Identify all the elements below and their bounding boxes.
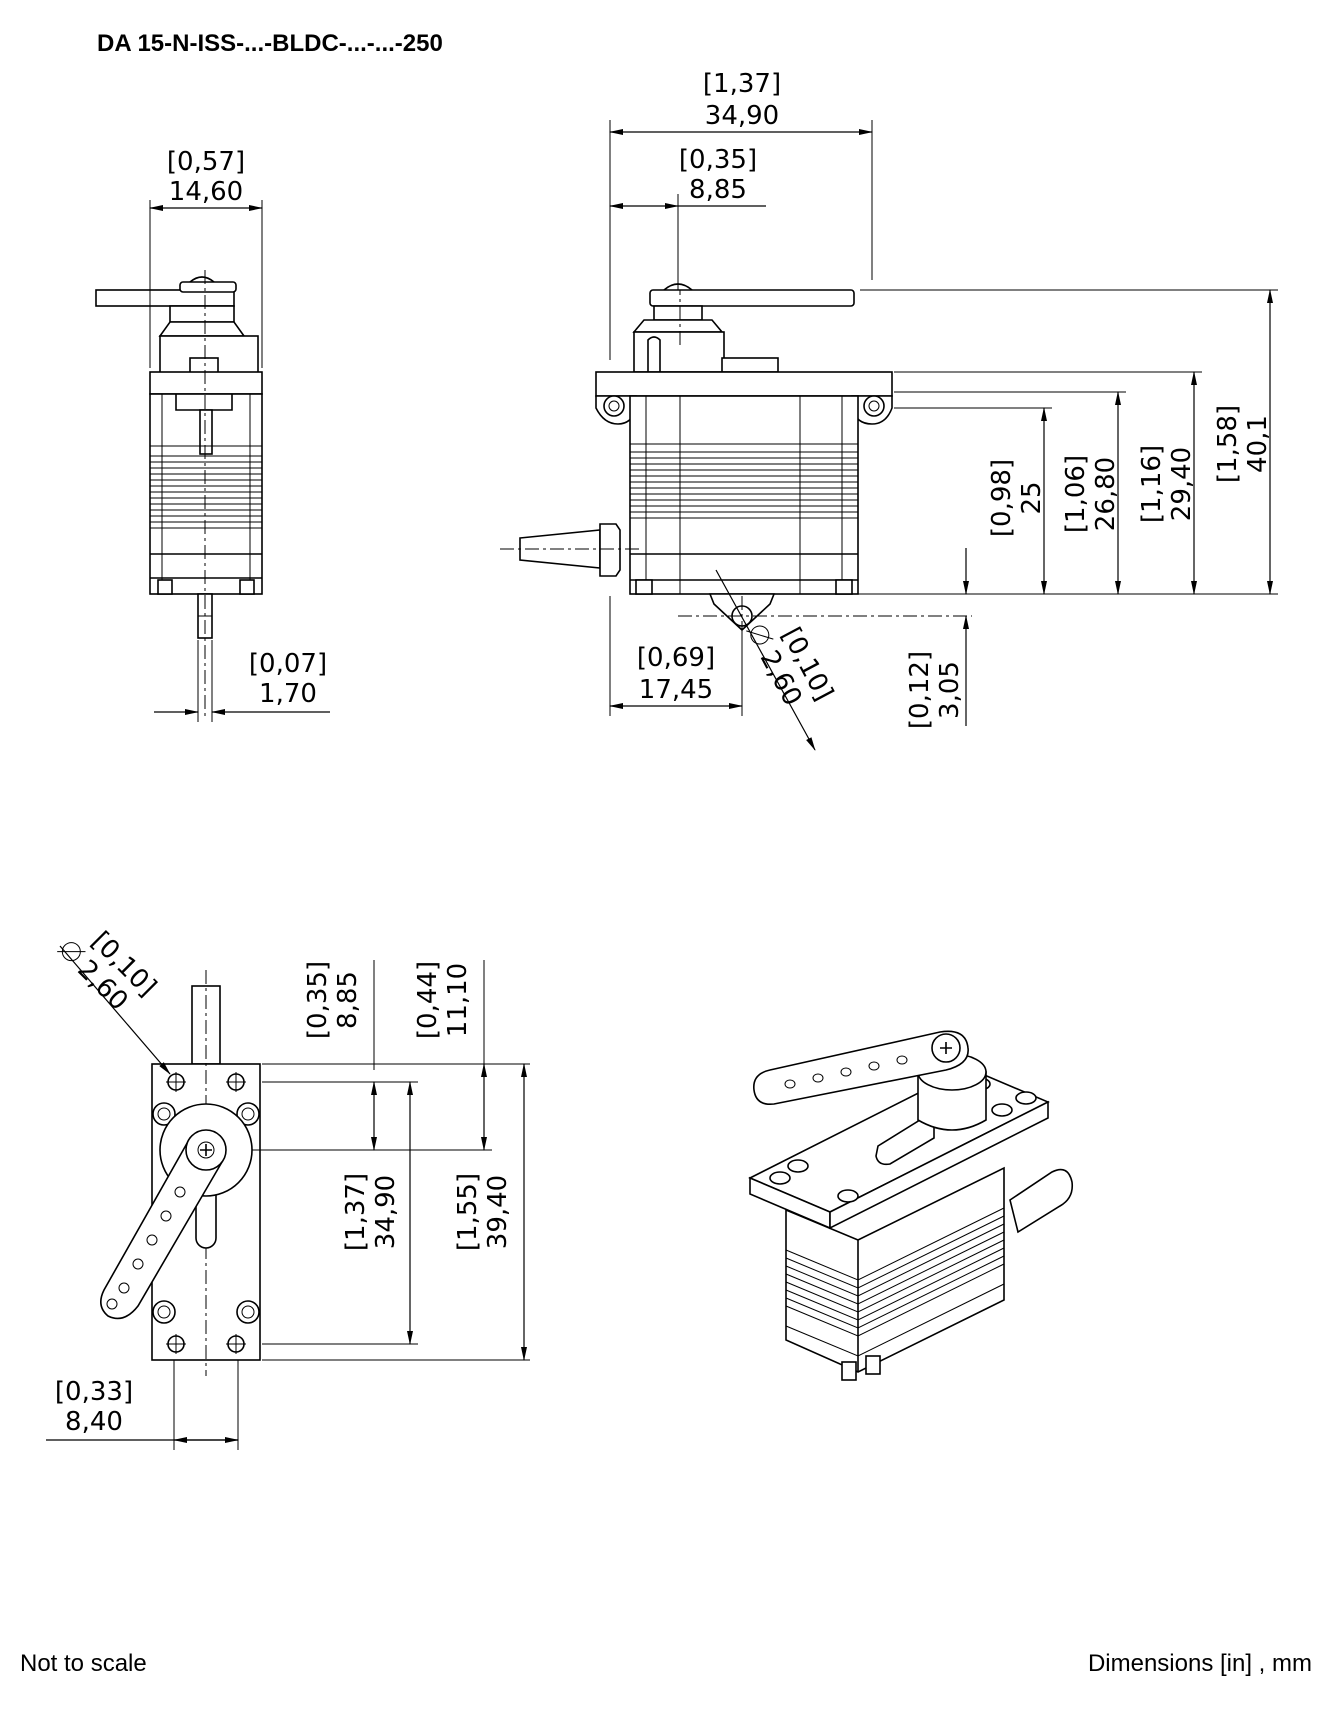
dim-front-offset-mm: 1,70 [259,679,317,709]
dim-side-width-mm: 34,90 [705,101,779,131]
dim-side-hole-mm: 17,45 [639,675,713,705]
dim-side-shaft-in: [0,35] [679,145,757,175]
top-horn-arm [100,1136,224,1320]
side-cooling-fins [630,443,858,519]
iso-cable [1009,1168,1074,1234]
dim-side-h1-in: [0,98] [987,459,1017,537]
dim-front-offset-in: [0,07] [249,649,327,679]
iso-horn-arm [753,1030,969,1106]
dim-top-width-in: [0,33] [55,1377,133,1407]
dim-top-hole-dia [59,945,171,1075]
top-screw-1 [152,1102,176,1126]
front-hub-ring [169,305,235,323]
front-view: [0,57] 14,60 [0,07] 1,70 [95,147,330,722]
dim-top-v1-in: [0,35] [303,961,333,1039]
dim-side-h2-in: [1,06] [1061,455,1091,533]
dim-side-h2-mm: 26,80 [1091,457,1121,531]
scale-note: Not to scale [20,1650,147,1677]
dim-side-shaft-mm: 8,85 [689,175,747,205]
side-view: [1,37] 34,90 [0,35] 8,85 [0,69] 17,45 [0… [500,69,1278,751]
dim-side-h3-mm: 29,40 [1167,447,1197,521]
dim-side-h4-mm: 40,1 [1243,415,1273,473]
side-mount-hole-left [603,395,625,417]
dim-top-v3-in: [1,37] [341,1173,371,1251]
dim-side-bottom-mm: 3,05 [935,661,965,719]
front-hub-taper [158,321,246,337]
dim-side-h4-in: [1,58] [1213,405,1243,483]
drawing-title: DA 15-N-ISS-...-BLDC-...-...-250 [97,30,443,57]
side-flange [595,371,893,397]
dim-top-width-mm: 8,40 [65,1407,123,1437]
dim-top-v4-mm: 39,40 [483,1175,513,1249]
dim-side-h1-mm: 25 [1017,481,1047,514]
front-horn-arm [95,289,235,307]
front-top-flange [149,371,263,395]
front-horn-screw [179,281,237,293]
dim-side-bottom-in: [0,12] [905,651,935,729]
dim-top-v4-in: [1,55] [453,1173,483,1251]
top-screw-2 [236,1102,260,1126]
side-horn-arm [649,289,855,307]
dim-top-v3-mm: 34,90 [371,1175,401,1249]
side-mount-hole-right [863,395,885,417]
front-screw-head [189,276,215,283]
side-body [629,395,859,595]
isometric-view [748,1030,1074,1381]
top-view: [0,10] 2,60 [0,35] 8,85 [0,44] 11,10 [1,… [46,926,530,1450]
dim-front-width-mm: 14,60 [169,177,243,207]
dim-side-h3-in: [1,16] [1137,445,1167,523]
side-hub-taper [632,319,724,333]
units-note: Dimensions [in] , mm [1087,1650,1312,1677]
side-gear-boss [721,357,779,373]
top-screw-3 [152,1300,176,1324]
side-cable-gland [599,523,621,577]
dim-top-v2-in: [0,44] [413,961,443,1039]
dim-side-hole-in: [0,69] [637,643,715,673]
front-cooling-fins [150,455,262,529]
dim-side-hole-dia [715,569,816,751]
top-screw-4 [236,1300,260,1324]
dim-top-v2-mm: 11,10 [443,963,473,1037]
dim-front-width-in: [0,57] [167,147,245,177]
dim-top-v1-mm: 8,85 [333,971,363,1029]
dim-side-width-in: [1,37] [703,69,781,99]
iso-cooling-fins [785,1207,1005,1337]
